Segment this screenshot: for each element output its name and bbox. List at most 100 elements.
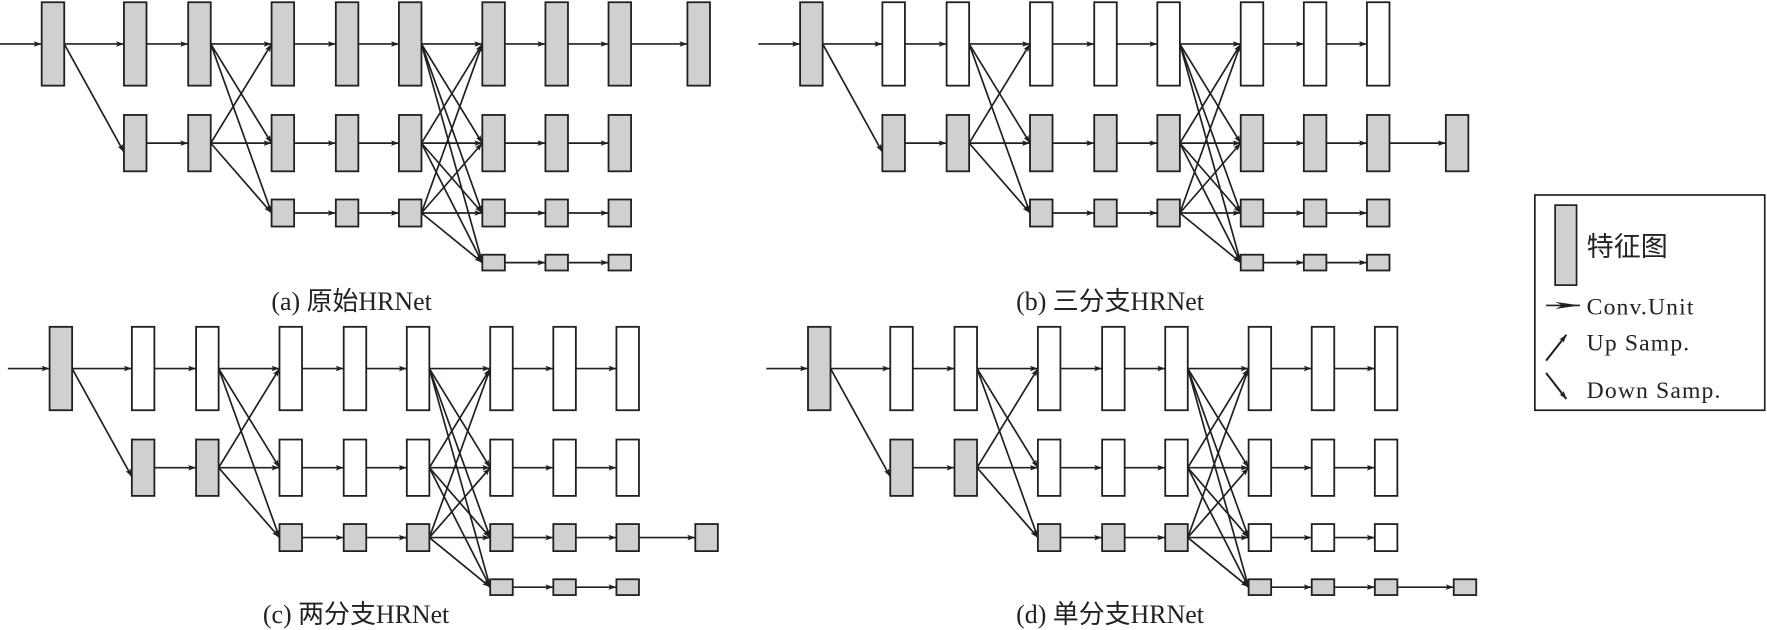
down-sample-arrow	[71, 368, 133, 478]
feature-map	[405, 523, 431, 553]
feature-map	[544, 198, 569, 228]
feature-map	[1366, 114, 1391, 173]
feature-map	[278, 523, 303, 553]
legend-down: Down Samp.	[1587, 378, 1722, 404]
feature-map	[270, 198, 296, 228]
feature-map	[489, 438, 514, 497]
down-sample-arrow	[210, 142, 273, 214]
feature-map	[1310, 523, 1336, 553]
up-sample-arrow	[428, 368, 492, 538]
feature-map	[544, 253, 569, 272]
feature-map	[1366, 253, 1391, 272]
down-sample-arrow-icon	[1545, 372, 1568, 400]
feature-map	[544, 114, 569, 173]
feature-map	[607, 114, 632, 173]
feature-map	[1366, 198, 1391, 228]
up-sample-arrow	[1187, 467, 1250, 539]
feature-map	[1101, 438, 1126, 497]
feature-map	[1302, 198, 1328, 228]
arrows	[758, 41, 1446, 266]
feature-map	[544, 1, 569, 87]
feature-map	[334, 198, 360, 228]
feature-map	[1310, 325, 1336, 412]
feature-map	[1036, 325, 1062, 412]
down-sample-arrow	[1179, 212, 1242, 264]
feature-map	[1373, 578, 1399, 596]
feature-map	[278, 438, 303, 497]
feature-map	[1302, 253, 1328, 272]
feature-map	[481, 253, 506, 272]
down-sample-arrow	[821, 43, 884, 153]
down-sample-arrow	[1186, 368, 1250, 588]
panel-caption: (a) 原始HRNet	[271, 287, 432, 316]
feature-map	[607, 1, 632, 87]
legend-feature-map: 特征图	[1587, 232, 1668, 262]
feature-map	[552, 325, 577, 412]
feature-map	[607, 198, 632, 228]
feature-map	[1029, 198, 1054, 228]
feature-map	[1310, 578, 1336, 596]
legend-conv: Conv.Unit	[1587, 294, 1695, 320]
up-sample-arrow	[1187, 368, 1250, 469]
feature-map	[889, 438, 914, 497]
feature-maps	[799, 1, 1470, 272]
feature-map	[1093, 198, 1118, 228]
feature-map	[1029, 1, 1054, 87]
up-sample-arrow	[1179, 43, 1242, 144]
down-sample-arrow	[976, 467, 1039, 539]
feature-map	[130, 325, 156, 412]
down-sample-arrow	[1179, 142, 1242, 263]
feature-map	[1029, 114, 1054, 173]
feature-map	[405, 438, 431, 497]
feature-map	[1164, 325, 1189, 412]
feature-map	[686, 1, 711, 87]
feature-map	[1373, 325, 1399, 412]
feature-map	[1093, 114, 1118, 173]
feature-maps	[48, 325, 719, 596]
feature-map	[694, 523, 719, 553]
arrows	[766, 365, 1454, 590]
panel-caption: (c) 两分支HRNet	[263, 600, 450, 629]
feature-map	[123, 114, 148, 173]
down-sample-arrow	[428, 467, 491, 588]
feature-map	[552, 523, 577, 553]
feature-map	[945, 1, 971, 87]
panel-a: (a) 原始HRNet	[0, 1, 711, 316]
feature-map	[1156, 114, 1181, 173]
down-sample-arrow	[63, 43, 125, 153]
feature-map	[270, 114, 296, 173]
panel-b: (b) 三分支HRNet	[758, 1, 1470, 316]
feature-map	[1444, 114, 1470, 173]
feature-map	[1036, 523, 1062, 553]
down-sample-arrow	[420, 212, 483, 264]
feature-map	[334, 114, 360, 173]
feature-map	[552, 438, 577, 497]
feature-maps	[40, 1, 711, 272]
feature-map	[270, 1, 296, 87]
feature-map	[807, 325, 832, 412]
panel-caption: (b) 三分支HRNet	[1016, 287, 1205, 316]
feature-map	[1302, 1, 1328, 87]
feature-map	[187, 1, 212, 87]
feature-map	[1247, 438, 1273, 497]
up-sample-arrow	[420, 43, 484, 214]
feature-map	[1302, 114, 1328, 173]
feature-map	[1164, 438, 1189, 497]
feature-map	[881, 114, 906, 173]
feature-map	[123, 1, 148, 87]
feature-map	[945, 114, 971, 173]
feature-map	[405, 325, 431, 412]
down-sample-arrow	[420, 43, 484, 263]
down-sample-arrow	[217, 467, 281, 539]
up-sample-arrow	[1186, 368, 1250, 538]
feature-map	[1156, 198, 1181, 228]
feature-map	[342, 438, 368, 497]
feature-map	[398, 198, 423, 228]
down-sample-arrow	[968, 43, 1031, 214]
feature-map	[799, 1, 824, 87]
up-sample-arrow	[1179, 142, 1242, 214]
feature-map	[552, 578, 577, 596]
up-sample-arrow-icon	[1545, 334, 1568, 362]
feature-map	[615, 578, 640, 596]
panel-d: (d) 单分支HRNet	[766, 325, 1478, 629]
